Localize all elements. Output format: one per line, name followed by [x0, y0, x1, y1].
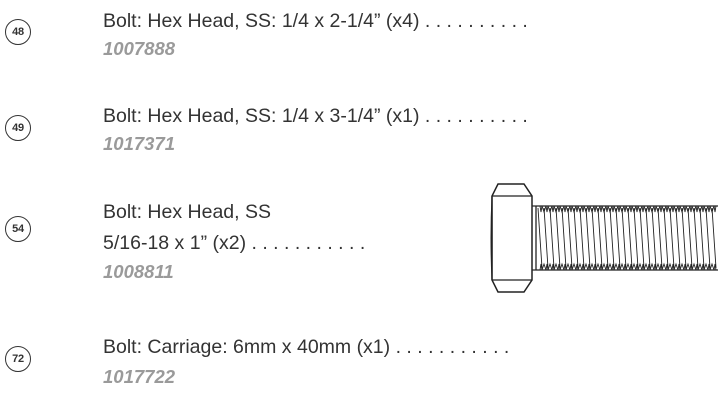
part-description-text: 5/16-18 x 1” (x2): [103, 232, 247, 254]
item-number-badge: 48: [5, 19, 31, 45]
part-description: Bolt: Hex Head, SS: 1/4 x 2-1/4” (x4) . …: [103, 10, 528, 32]
item-number-badge: 72: [5, 346, 31, 372]
part-description-text: Bolt: Hex Head, SS: 1/4 x 3-1/4” (x1): [103, 105, 420, 127]
part-number: 1017371: [103, 133, 176, 154]
part-description: Bolt: Carriage: 6mm x 40mm (x1) . . . . …: [103, 336, 509, 358]
part-description-line-1: Bolt: Hex Head, SS: [103, 201, 271, 223]
part-description-text: Bolt: Carriage: 6mm x 40mm (x1): [103, 336, 391, 358]
part-number: 1017722: [103, 366, 176, 387]
hex-bolt-icon: [490, 183, 718, 293]
part-number: 1007888: [103, 38, 176, 59]
part-number: 1008811: [103, 261, 174, 282]
dot-leader: . . . . . . . . . .: [419, 10, 528, 32]
dot-leader: . . . . . . . . . .: [419, 105, 528, 127]
part-description-line-2: 5/16-18 x 1” (x2) . . . . . . . . . . .: [103, 232, 365, 254]
part-description-text: Bolt: Hex Head, SS: 1/4 x 2-1/4” (x4): [103, 10, 420, 32]
part-description: Bolt: Hex Head, SS: 1/4 x 3-1/4” (x1) . …: [103, 105, 528, 127]
item-number-badge: 49: [5, 115, 31, 141]
dot-leader: . . . . . . . . . . .: [246, 232, 366, 254]
dot-leader: . . . . . . . . . . .: [390, 336, 510, 358]
item-number-badge: 54: [5, 216, 31, 242]
